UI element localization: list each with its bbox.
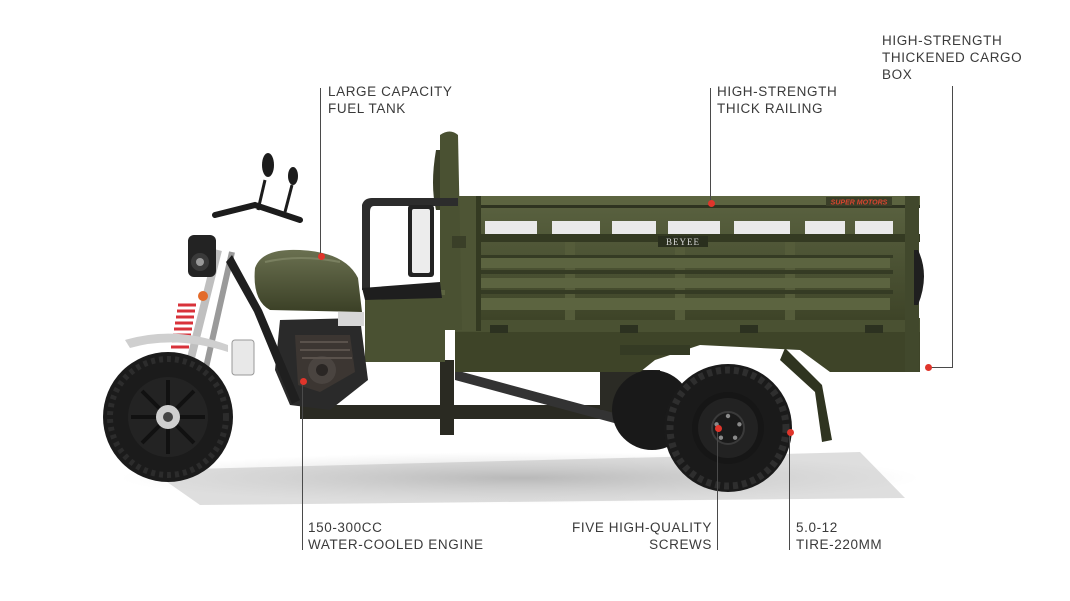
fuel-tank — [254, 249, 364, 326]
railing-label: HIGH-STRENGTH THICK RAILING — [717, 83, 837, 117]
engine-callout-dot — [299, 377, 307, 385]
engine-label: 150-300CC WATER-COOLED ENGINE — [308, 519, 484, 553]
cargo-box-leader-line-horizontal — [928, 367, 953, 368]
rear-wheel — [612, 364, 792, 492]
fuel-tank-label: LARGE CAPACITY FUEL TANK — [328, 83, 452, 117]
tire-label: 5.0-12 TIRE-220MM — [796, 519, 882, 553]
tire-leader-line — [789, 432, 790, 550]
railing-callout-dot — [707, 199, 715, 207]
fuel-tank-callout-dot — [317, 252, 325, 260]
sticker-text: SUPER MOTORS — [831, 200, 888, 207]
cab-frame — [362, 131, 466, 362]
fuel-tank-leader-line — [320, 88, 321, 256]
engine-label-line2: WATER-COOLED ENGINE — [308, 537, 484, 552]
cargo-box-label-line3: BOX — [882, 67, 913, 82]
tire-callout-dot — [786, 428, 794, 436]
brand-plate-text: BEYEE — [666, 237, 700, 247]
cargo-box-label-line2: THICKENED CARGO — [882, 50, 1023, 65]
fuel-tank-label-line2: FUEL TANK — [328, 101, 406, 116]
railing-leader-line — [710, 88, 711, 203]
screws-leader-line — [717, 428, 718, 550]
chassis-frame — [300, 360, 660, 435]
brand-plate — [658, 236, 708, 247]
super-motors-sticker — [826, 197, 892, 206]
screws-label-line2: SCREWS — [649, 537, 712, 552]
cargo-box-label-line1: HIGH-STRENGTH — [882, 33, 1003, 48]
rear-mudguard — [780, 348, 832, 442]
tire-label-line1: 5.0-12 — [796, 520, 838, 535]
engine-leader-line — [302, 381, 303, 550]
engine — [231, 318, 368, 410]
engine-label-line1: 150-300CC — [308, 520, 383, 535]
screws-label: FIVE HIGH-QUALITY SCREWS — [550, 519, 712, 553]
screws-label-line1: FIVE HIGH-QUALITY — [572, 520, 712, 535]
railing-label-line2: THICK RAILING — [717, 101, 824, 116]
cargo-box-label: HIGH-STRENGTH THICKENED CARGO BOX — [882, 32, 1022, 83]
cargo-box-leader-line-vertical — [952, 86, 953, 368]
fuel-tank-label-line1: LARGE CAPACITY — [328, 84, 453, 99]
screws-callout-dot — [714, 424, 722, 432]
tire-label-line2: TIRE-220MM — [796, 537, 883, 552]
railing-label-line1: HIGH-STRENGTH — [717, 84, 838, 99]
front-wheel — [103, 352, 233, 482]
ground-shadow — [120, 452, 920, 505]
cargo-box: BEYEE SUPER MOTORS — [455, 196, 924, 372]
cargo-box-callout-dot — [924, 363, 932, 371]
